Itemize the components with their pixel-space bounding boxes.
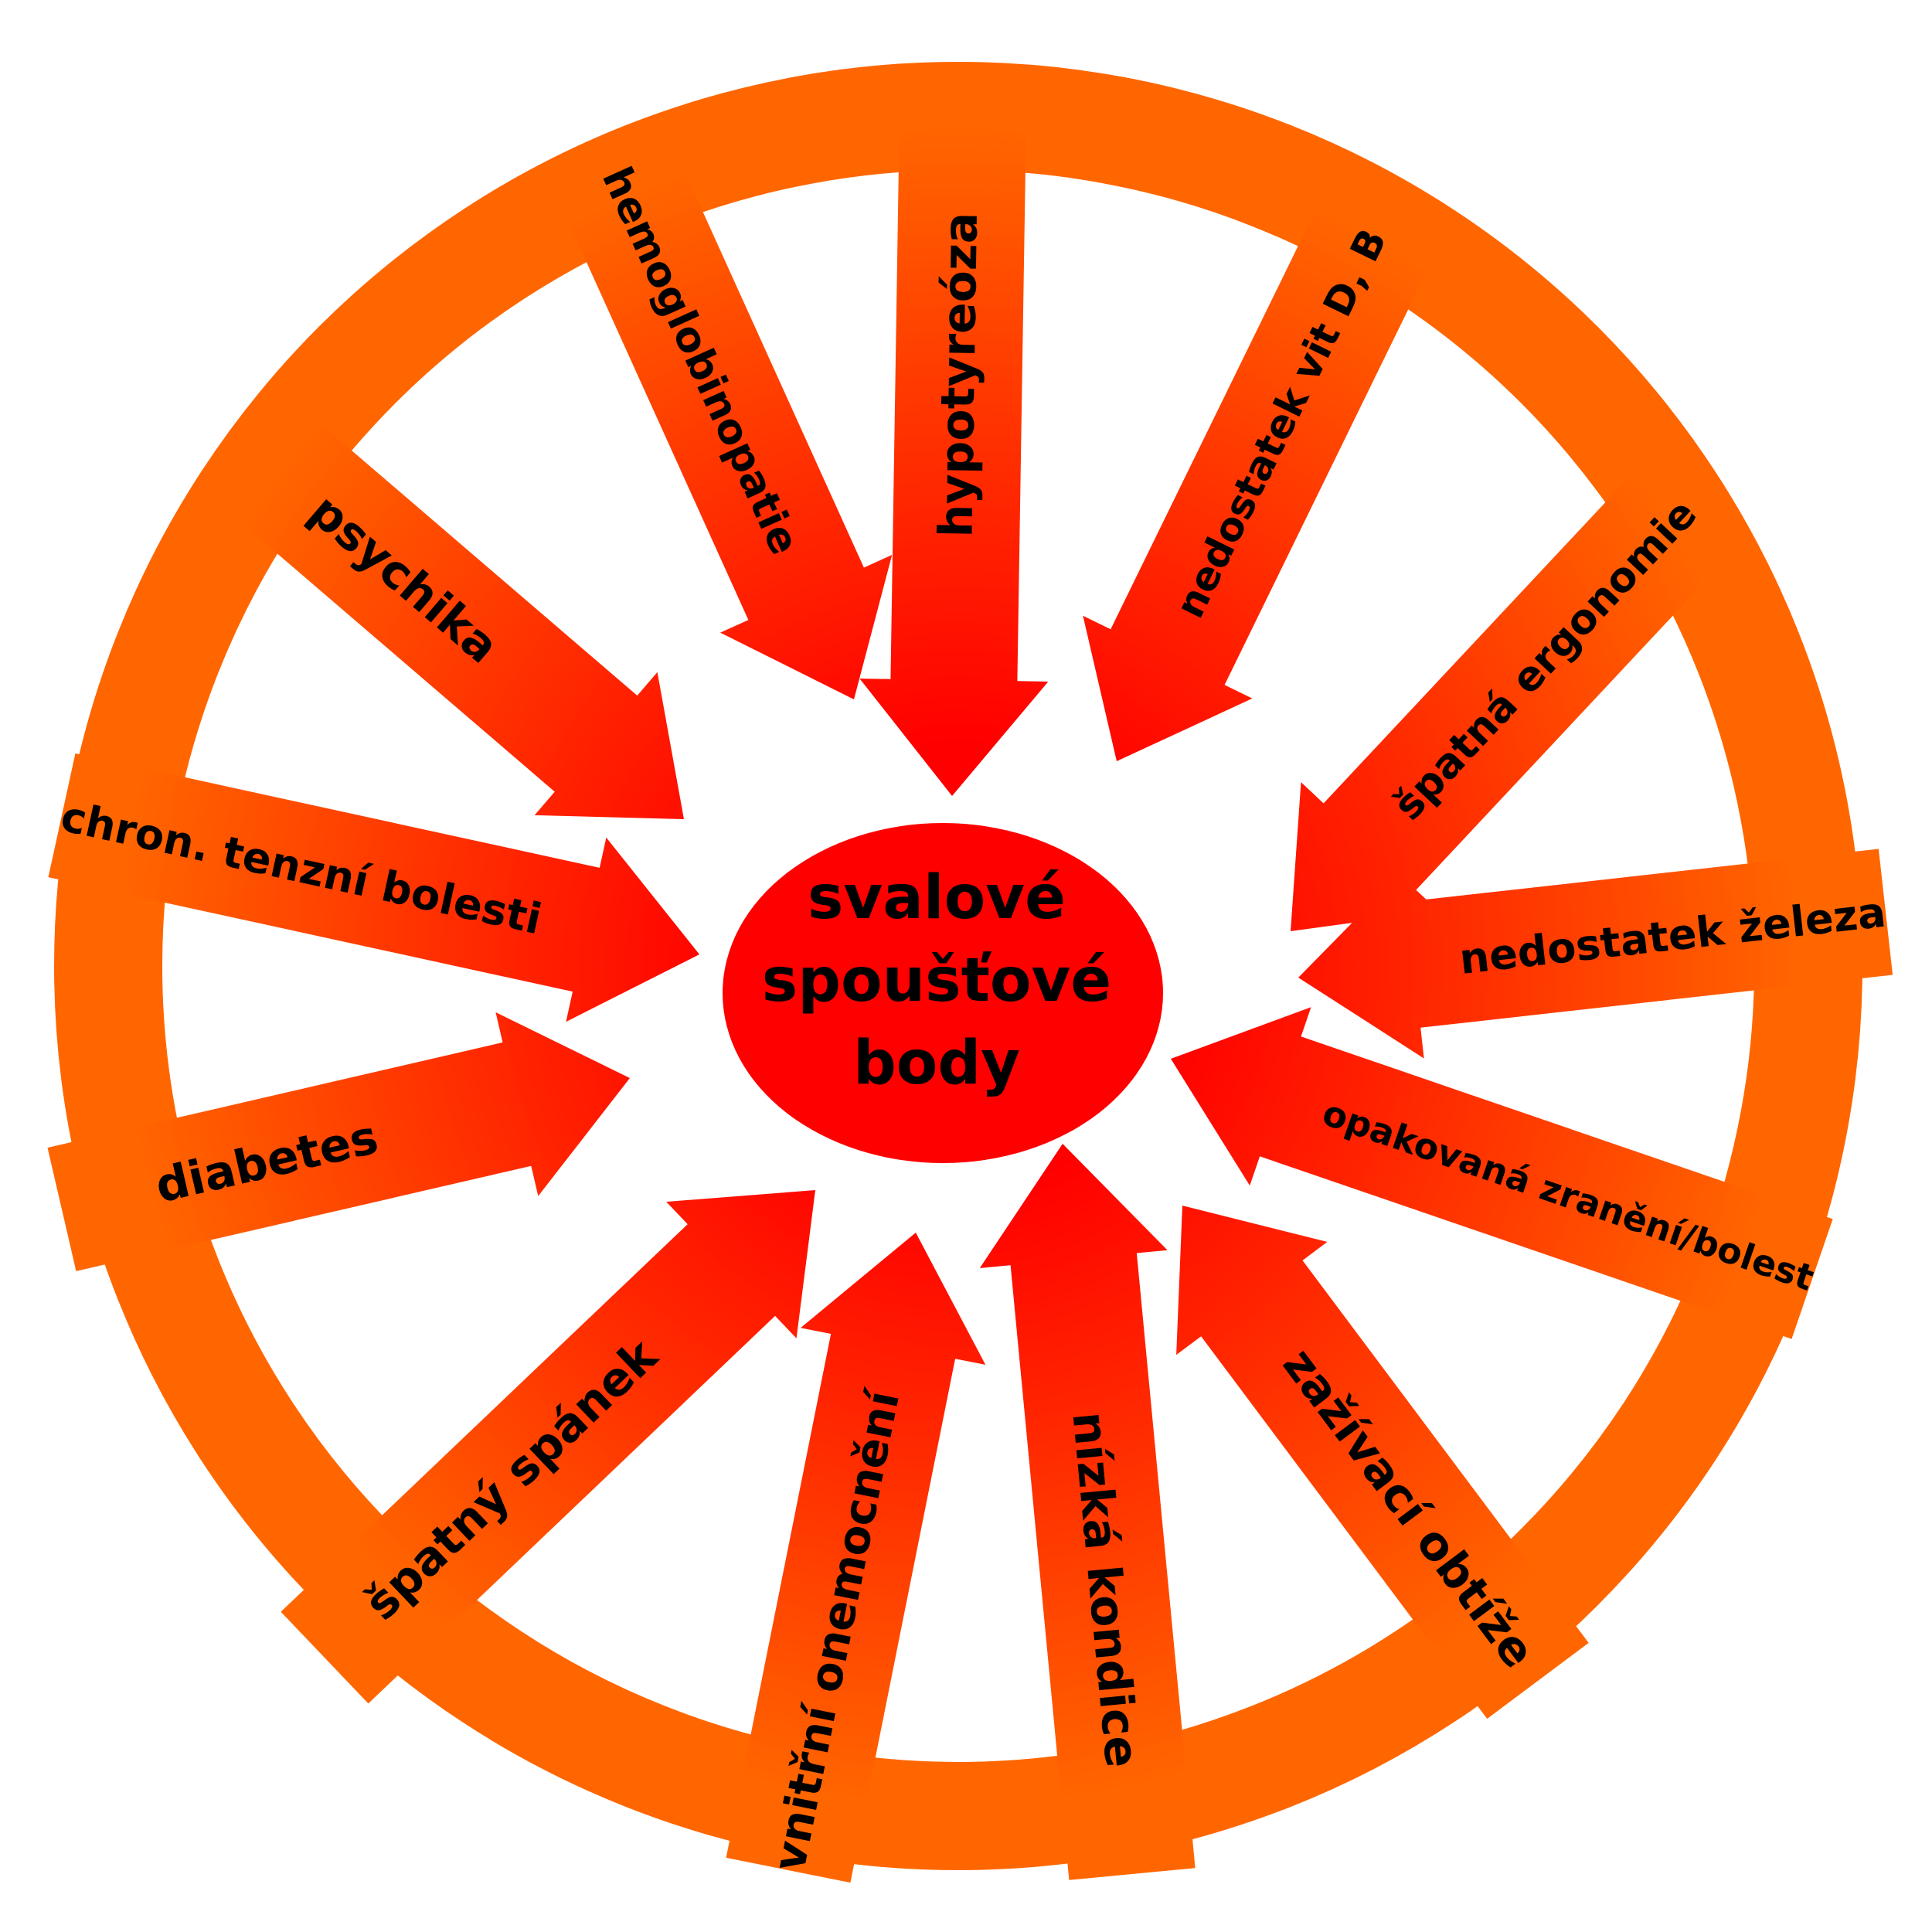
spoke-arrow-10 [47,1012,630,1271]
spoke-arrow-4 [1298,849,1893,1059]
spoke-arrow-11 [48,753,699,1022]
spoke-label-1: hypotyreóza [929,212,988,538]
center-label-line-2: spoušťové [762,946,1111,1015]
spoke-arrow-5 [1171,1007,1833,1339]
spoke-arrow-12 [206,396,685,819]
spoke-arrow-13 [556,144,893,699]
spoke-arrow-3 [1291,463,1735,931]
spoke-arrow-2 [1083,204,1433,761]
center-ellipse [723,823,1163,1163]
spoke-arrow-1 [859,114,1049,796]
spoke-arrow-9 [281,1190,815,1704]
spoke-arrow-8 [726,1233,986,1883]
center-label-line-3: body [853,1029,1020,1098]
spoke-label-9: špatný spánek [355,1328,669,1631]
center-hub: svalové spoušťové body [723,823,1163,1163]
spoke-label-3: špatná ergonomie [1384,490,1706,829]
spoke-arrow-7 [979,1144,1196,1880]
spoke-arrow-6 [1176,1206,1589,1719]
center-label-line-1: svalové [808,863,1066,933]
